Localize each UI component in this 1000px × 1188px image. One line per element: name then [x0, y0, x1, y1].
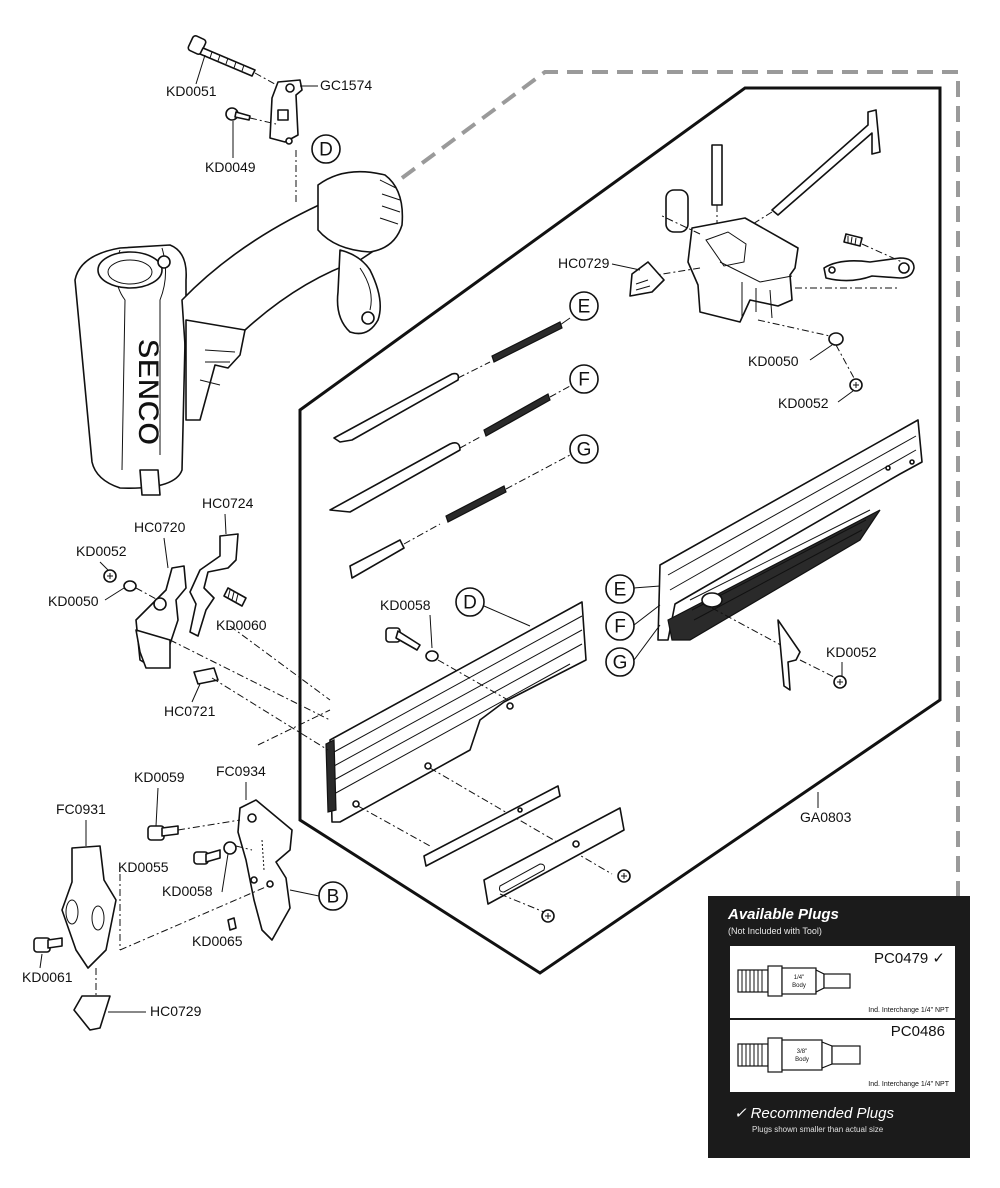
tool-body: SENCO	[74, 150, 404, 496]
callout-b-label: B	[327, 887, 340, 908]
follower-strips	[329, 317, 571, 579]
plugs-size-note: Plugs shown smaller than actual size	[752, 1125, 884, 1134]
label-kd0051: KD0051	[166, 83, 217, 99]
label-hc0724: HC0724	[202, 495, 254, 511]
label-hc0729-low: HC0729	[150, 1003, 202, 1019]
label-hc0729-top: HC0729	[558, 255, 610, 271]
plug-body-size: 3/8"	[797, 1049, 807, 1055]
plug-body-word: Body	[792, 983, 806, 989]
callout-f-label: F	[578, 370, 590, 391]
label-kd0059: KD0059	[134, 769, 185, 785]
nose-group	[33, 799, 293, 1031]
label-kd0055: KD0055	[118, 859, 169, 875]
label-hc0720: HC0720	[134, 519, 186, 535]
label-hc0721: HC0721	[164, 703, 216, 719]
recommended-plugs-label: Recommended Plugs	[750, 1105, 894, 1122]
plugs-title: Available Plugs	[728, 906, 839, 923]
label-kd0052-top: KD0052	[778, 395, 829, 411]
plug-code: PC0486	[890, 1023, 945, 1040]
screw-kd0051	[187, 34, 283, 89]
label-kd0058-mag: KD0058	[380, 597, 431, 613]
callout-g-label: G	[577, 440, 592, 461]
callout-g	[569, 434, 599, 464]
screw-kd0049	[225, 107, 277, 125]
callout-e-label: E	[578, 297, 591, 318]
label-fc0931: FC0931	[56, 801, 106, 817]
magazine-channel	[657, 419, 923, 691]
label-kd0050-left: KD0050	[48, 593, 99, 609]
plug-card-pc0486: PC0486 3/8" Body Ind. Interchange 1/4" N…	[730, 1020, 955, 1092]
callout-d-mag	[455, 587, 485, 617]
label-kd0061: KD0061	[22, 969, 73, 985]
mount-plates	[423, 785, 631, 923]
part-hc0729-top	[629, 261, 665, 297]
magazine-rail	[325, 601, 613, 875]
plugs-subtitle: (Not Included with Tool)	[728, 926, 822, 936]
callout-d-mag-label: D	[463, 593, 477, 614]
callout-d-top	[311, 134, 341, 164]
label-kd0049: KD0049	[205, 159, 256, 175]
brand-logo: SENCO	[132, 339, 165, 446]
callout-g2	[605, 647, 635, 677]
callout-e2	[605, 574, 635, 604]
callout-f2	[605, 611, 635, 641]
label-kd0052-left: KD0052	[76, 543, 127, 559]
label-kd0065: KD0065	[192, 933, 243, 949]
plug-body-size: 1/4"	[794, 975, 804, 981]
checkmark-icon: ✓	[734, 1105, 747, 1122]
latch-group	[103, 533, 331, 751]
plug-note: Ind. Interchange 1/4" NPT	[868, 1081, 949, 1088]
plug-code: PC0479 ✓	[874, 950, 945, 967]
label-kd0060: KD0060	[216, 617, 267, 633]
available-plugs-panel: Available Plugs (Not Included with Tool)…	[708, 896, 970, 1158]
callout-g2-label: G	[613, 653, 628, 674]
callout-f	[569, 364, 599, 394]
callout-f2-label: F	[614, 617, 626, 638]
plug-illustration: 3/8" Body	[737, 1037, 861, 1073]
bracket-gc1574	[269, 79, 303, 145]
plug-card-pc0479: PC0479 ✓ 1/4" Body Ind. Interchange 1/4"…	[730, 946, 955, 1018]
label-fc0934: FC0934	[216, 763, 266, 779]
recommended-plugs-heading: ✓Recommended Plugs	[734, 1104, 894, 1122]
plug-illustration: 1/4" Body	[737, 965, 851, 997]
callout-d-top-label: D	[319, 140, 333, 161]
label-ga0803: GA0803	[800, 809, 852, 825]
label-kd0058-low: KD0058	[162, 883, 213, 899]
plug-body-word: Body	[795, 1057, 809, 1063]
label-gc1574: GC1574	[320, 77, 372, 93]
label-kd0052-right: KD0052	[826, 644, 877, 660]
plug-note: Ind. Interchange 1/4" NPT	[868, 1007, 949, 1014]
label-kd0050-top: KD0050	[748, 353, 799, 369]
cover-assembly	[649, 109, 915, 392]
callout-e2-label: E	[614, 580, 627, 601]
magazine-assembly-outline	[298, 86, 942, 975]
callout-e	[569, 291, 599, 321]
